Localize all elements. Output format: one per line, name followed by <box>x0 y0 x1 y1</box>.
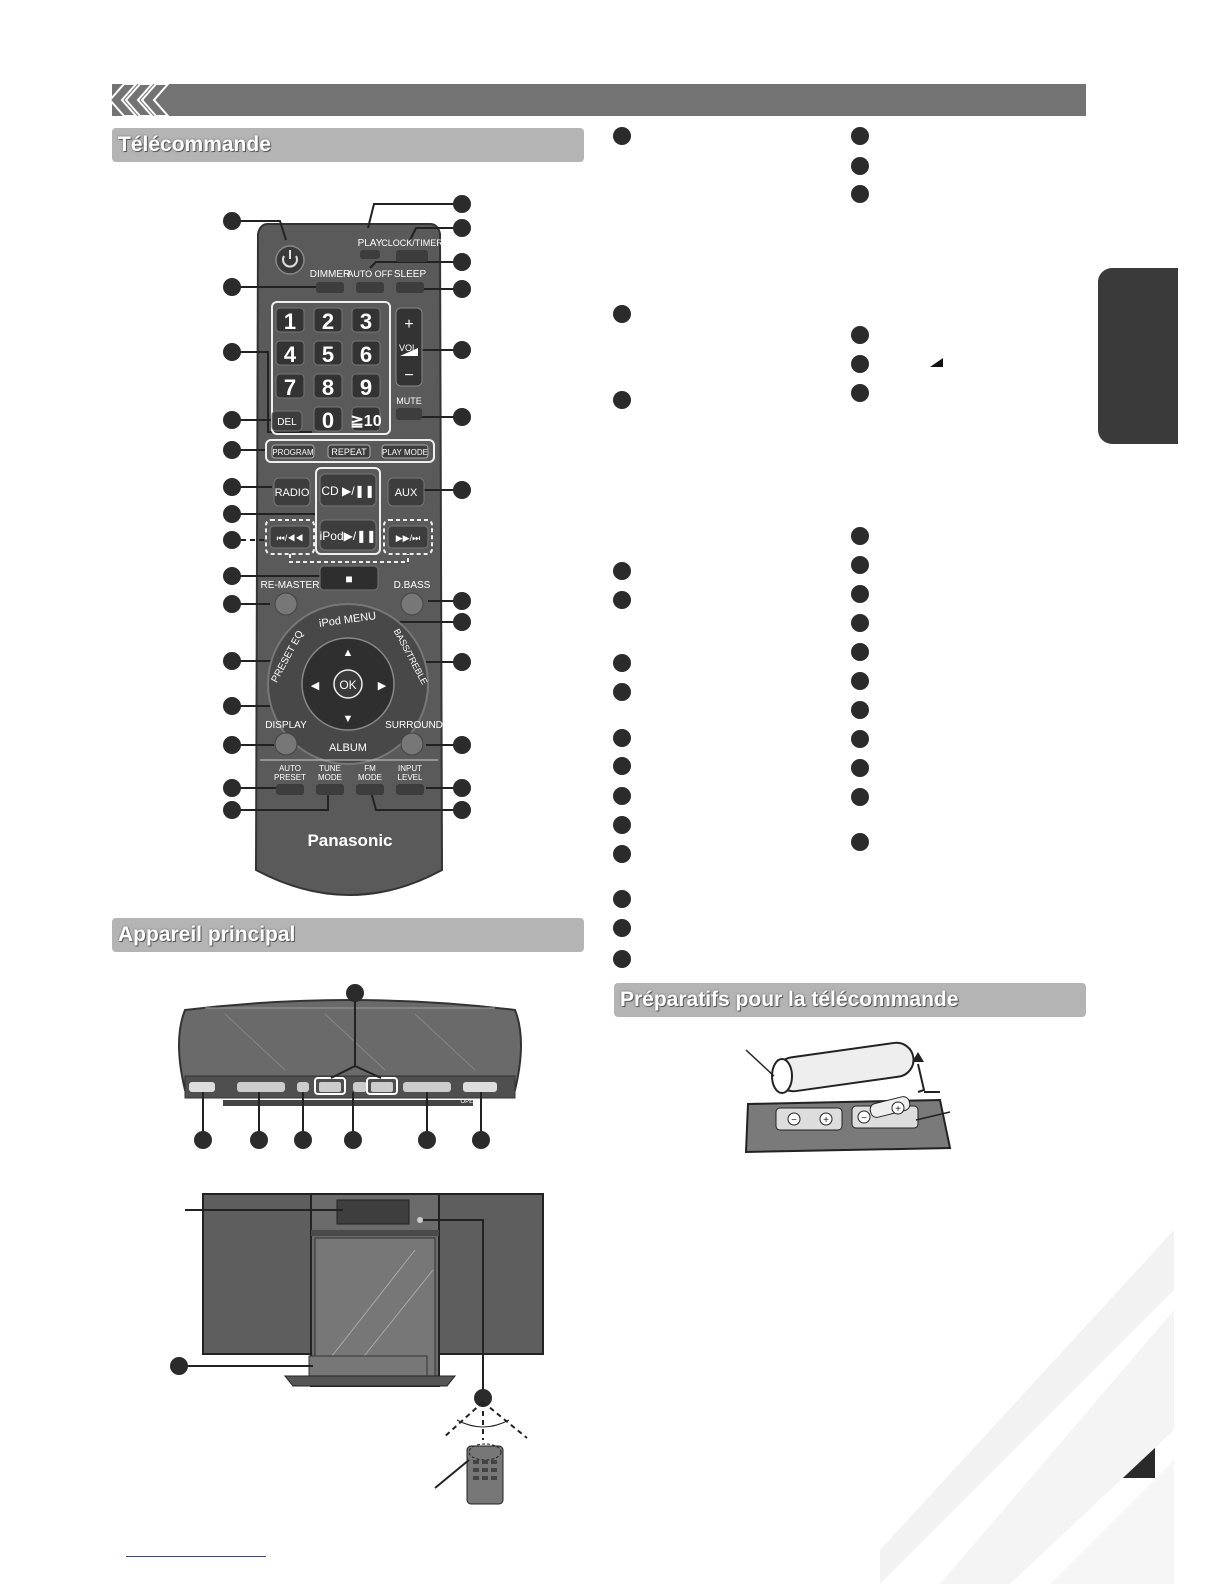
svg-text:+: + <box>404 316 413 333</box>
svg-text:▼: ▼ <box>343 713 354 725</box>
svg-text:3: 3 <box>360 309 372 334</box>
svg-text:AUTO OFF: AUTO OFF <box>347 269 393 279</box>
svg-text:9: 9 <box>360 375 372 400</box>
volume-wedge-icon <box>930 358 943 367</box>
list-bullet <box>613 845 631 863</box>
list-bullet <box>613 391 631 409</box>
footer-link-line[interactable] <box>126 1556 266 1557</box>
svg-text:DISPLAY: DISPLAY <box>265 720 307 731</box>
list-bullet <box>613 729 631 747</box>
list-bullet <box>613 757 631 775</box>
remote-control-illustration: PLAY CLOCK/TIMER DIMMER AUTO OFF SLEEP 1… <box>223 195 471 896</box>
side-tab <box>1098 268 1178 444</box>
section-title-main-unit: Appareil principal <box>112 918 584 952</box>
svg-text:PLAY MODE: PLAY MODE <box>382 448 428 457</box>
main-unit-front-view <box>170 1193 544 1505</box>
svg-text:CLOCK/TIMER: CLOCK/TIMER <box>381 238 443 248</box>
svg-text:Panasonic: Panasonic <box>307 831 392 850</box>
svg-text:LEVEL: LEVEL <box>398 773 423 782</box>
svg-text:7: 7 <box>284 375 296 400</box>
section-title-prepare-remote: Préparatifs pour la télécommande <box>614 983 1086 1017</box>
svg-text:⏮/◀◀: ⏮/◀◀ <box>277 533 304 543</box>
svg-text:SURROUND: SURROUND <box>385 720 443 731</box>
svg-text:PROGRAM: PROGRAM <box>272 448 314 457</box>
svg-text:+: + <box>895 1104 901 1115</box>
svg-text:TUNE: TUNE <box>319 764 341 773</box>
list-bullet <box>613 950 631 968</box>
top-banner <box>112 84 1086 116</box>
svg-text:−: − <box>404 367 413 384</box>
svg-text:D.BASS: D.BASS <box>394 580 431 591</box>
svg-text:AUTO: AUTO <box>279 764 301 773</box>
list-bullet <box>613 591 631 609</box>
svg-text:SLEEP: SLEEP <box>394 269 427 280</box>
list-bullet <box>613 562 631 580</box>
svg-text:4: 4 <box>284 342 297 367</box>
list-bullet <box>851 326 869 344</box>
svg-text:FM: FM <box>364 764 376 773</box>
list-bullet <box>851 759 869 777</box>
decorative-stripes <box>880 1230 1174 1584</box>
svg-text:2: 2 <box>322 309 334 334</box>
svg-text:MODE: MODE <box>358 773 382 782</box>
list-bullet <box>851 384 869 402</box>
svg-text:0: 0 <box>322 408 334 433</box>
svg-text:▲: ▲ <box>343 647 354 659</box>
svg-text:■: ■ <box>345 572 352 586</box>
svg-text:▶: ▶ <box>378 680 387 692</box>
svg-text:RADIO: RADIO <box>275 487 310 499</box>
list-bullet <box>851 556 869 574</box>
list-bullet <box>851 730 869 748</box>
list-bullet <box>851 157 869 175</box>
chevron-left-icon <box>110 84 170 116</box>
main-unit-top-view: OPEN/CLOSE <box>178 984 522 1149</box>
list-bullet <box>613 127 631 145</box>
list-bullet <box>613 683 631 701</box>
list-bullet <box>851 701 869 719</box>
svg-text:MUTE: MUTE <box>396 396 422 406</box>
list-bullet <box>613 305 631 323</box>
list-bullet <box>851 185 869 203</box>
list-bullet <box>851 672 869 690</box>
list-bullet <box>851 585 869 603</box>
svg-text:AUX: AUX <box>395 487 418 499</box>
svg-text:1: 1 <box>284 309 296 334</box>
svg-text:+: + <box>823 1115 829 1126</box>
svg-text:MODE: MODE <box>318 773 342 782</box>
svg-text:▶▶/⏭: ▶▶/⏭ <box>396 533 420 543</box>
svg-text:8: 8 <box>322 375 334 400</box>
list-bullet <box>851 127 869 145</box>
svg-text:PLAY: PLAY <box>358 238 383 249</box>
svg-text:CD ▶/❚❚: CD ▶/❚❚ <box>321 484 374 498</box>
battery-insertion-illustration: − + − + <box>744 1041 952 1154</box>
list-bullet <box>851 527 869 545</box>
svg-text:DIMMER: DIMMER <box>310 269 351 280</box>
list-bullet <box>851 788 869 806</box>
list-bullet <box>613 787 631 805</box>
svg-text:PRESET: PRESET <box>274 773 306 782</box>
svg-text:REPEAT: REPEAT <box>331 447 367 457</box>
svg-text:◀: ◀ <box>311 680 320 692</box>
section-title-remote: Télécommande <box>112 128 584 162</box>
list-bullet <box>851 614 869 632</box>
svg-text:iPod▶/❚❚: iPod▶/❚❚ <box>320 529 377 543</box>
svg-text:≧10: ≧10 <box>350 413 381 430</box>
list-bullet <box>851 643 869 661</box>
svg-text:ALBUM: ALBUM <box>329 742 367 754</box>
svg-text:−: − <box>861 1113 867 1124</box>
list-bullet <box>613 654 631 672</box>
list-bullet <box>613 890 631 908</box>
svg-text:INPUT: INPUT <box>398 764 422 773</box>
svg-text:VOL: VOL <box>399 343 417 353</box>
list-bullet <box>851 833 869 851</box>
svg-text:OK: OK <box>339 678 356 692</box>
svg-text:6: 6 <box>360 342 372 367</box>
list-bullet <box>851 355 869 373</box>
list-bullet <box>613 816 631 834</box>
svg-text:5: 5 <box>322 342 334 367</box>
svg-text:RE-MASTER: RE-MASTER <box>261 580 320 591</box>
svg-text:DEL: DEL <box>277 417 297 428</box>
svg-text:−: − <box>791 1115 797 1126</box>
list-bullet <box>613 919 631 937</box>
